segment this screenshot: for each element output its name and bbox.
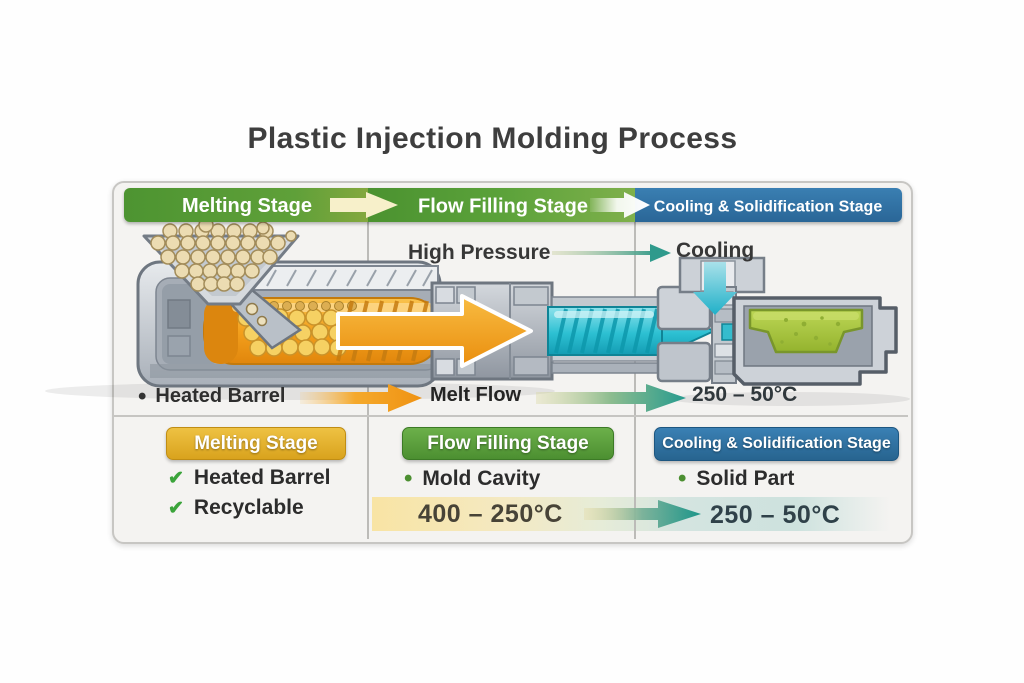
cooling-label: Cooling [676, 239, 755, 262]
bullet-icon: • [404, 465, 413, 492]
card-item-heated-barrel: ✔ Heated Barrel [168, 466, 331, 489]
card-item-mold-cavity: • Mold Cavity [404, 465, 541, 492]
cooling-temp-range: 250 – 50°C [710, 501, 841, 529]
flow-filling-stage-badge: Flow Filling Stage [402, 427, 614, 460]
melting-stage-badge: Melting Stage [166, 427, 346, 460]
row-divider [114, 415, 908, 417]
bullet-icon: • [138, 382, 147, 410]
cooling-temp-label: 250 – 50°C [692, 383, 798, 406]
cooling-stage-badge: Cooling & Solidification Stage [654, 427, 899, 461]
card-item-recyclable: ✔ Recyclable [168, 496, 304, 519]
melt-temp-range: 400 – 250°C [418, 500, 563, 528]
column-divider-1 [367, 222, 369, 539]
stage-label-flow-filling: Flow Filling Stage [418, 196, 588, 218]
card-item-solid-part: • Solid Part [678, 465, 795, 492]
column-divider-2 [634, 222, 636, 539]
melt-flow-label: Melt Flow [430, 384, 522, 406]
white-arrow-icon [590, 192, 650, 218]
check-icon: ✔ [168, 467, 184, 489]
heated-barrel-label: • Heated Barrel [138, 382, 286, 410]
gold-arrow-icon [330, 192, 398, 218]
stage-segment-melting [124, 188, 368, 222]
page-title: Plastic Injection Molding Process [247, 122, 738, 155]
stage-label-melting: Melting Stage [182, 195, 312, 217]
bullet-icon: • [678, 465, 687, 492]
check-icon: ✔ [168, 497, 184, 519]
stage-label-cooling: Cooling & Solidification Stage [654, 199, 883, 216]
stage-header-bar: Melting Stage Flow Filling Stage Cooling… [124, 188, 902, 222]
stage-segment-cooling [635, 188, 902, 222]
high-pressure-label: High Pressure [408, 241, 551, 264]
